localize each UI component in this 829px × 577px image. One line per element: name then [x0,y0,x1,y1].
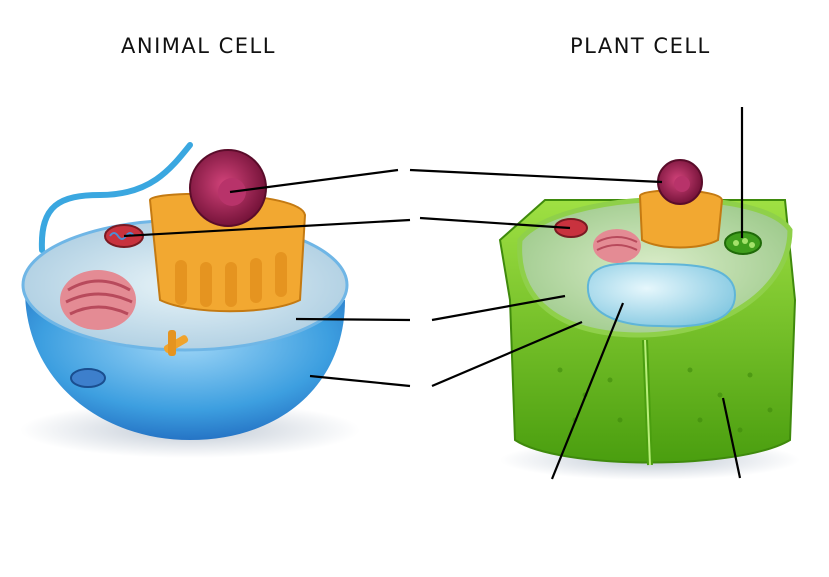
leader-plant-membrane [431,320,583,388]
animal-cell [20,142,360,458]
plant-cell-title: PLANT CELL [570,34,711,58]
plant-chloroplast [724,231,762,255]
plant-golgi [593,229,641,263]
plant-cell [498,159,800,480]
leader-animal-membrane [309,374,411,388]
leader-plant-cytoplasm [431,294,566,322]
animal-golgi [60,270,136,330]
leader-lines [123,107,744,480]
leader-vacuole [550,302,625,480]
animal-centriole [163,330,189,356]
plant-vacuole [586,262,737,328]
leader-plant-nucleus [409,168,663,184]
animal-mitochondrion-lower [70,368,106,388]
leader-cell-wall [721,397,742,479]
animal-endoplasmic-reticulum [148,192,307,313]
leader-animal-cytoplasm [295,317,411,322]
leader-animal-mitochondrion [123,218,411,238]
plant-nucleus [657,159,703,205]
leader-animal-nucleus [229,168,399,194]
plant-wall-seam-highlight [644,339,651,466]
flagellum [38,142,193,253]
leader-plant-mitochondrion [419,216,571,230]
animal-cell-title: ANIMAL CELL [121,34,276,58]
